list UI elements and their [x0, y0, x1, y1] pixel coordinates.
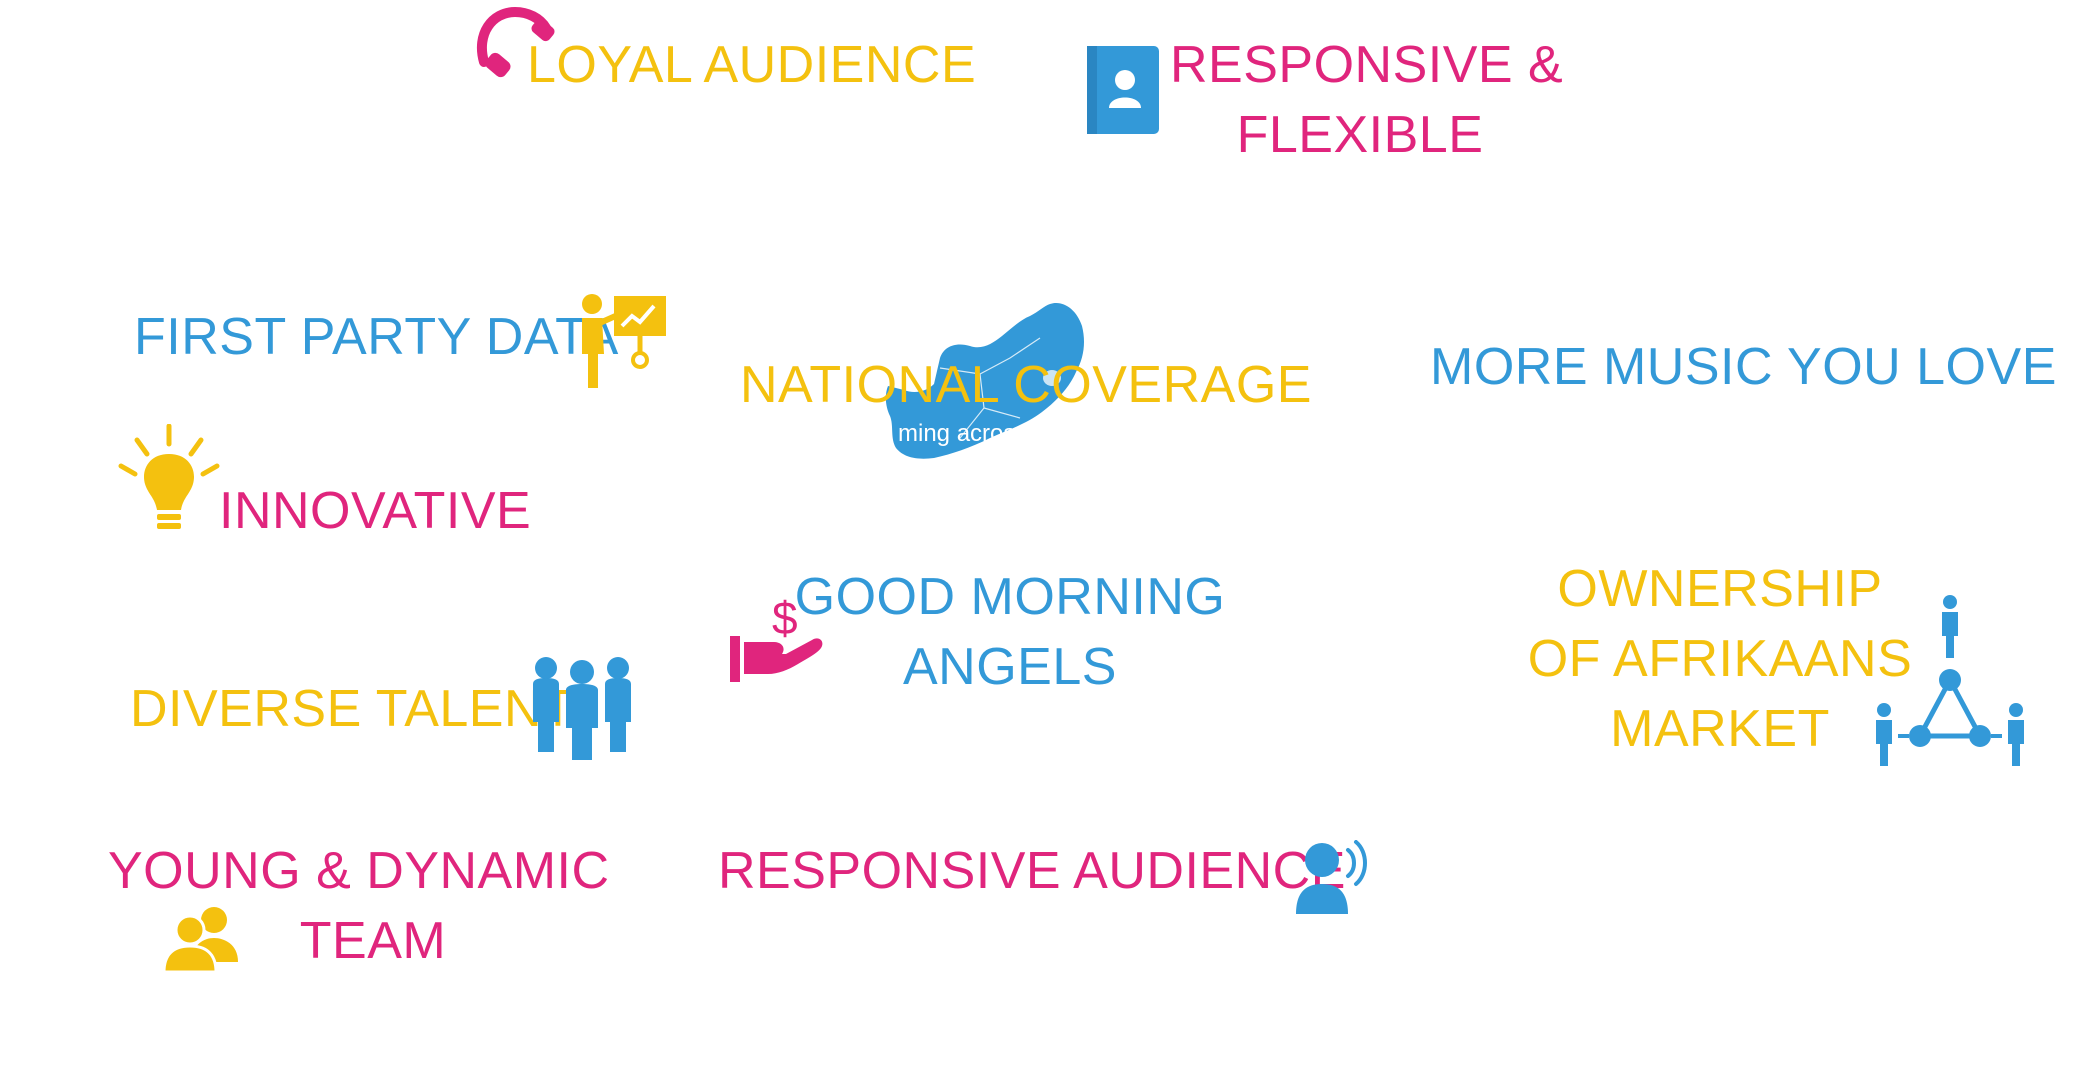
hand-money-icon: $ — [728, 592, 828, 686]
presenter-chart-icon — [574, 292, 670, 390]
ownership-label: OWNERSHIP OF AFRIKAANS MARKET — [1520, 554, 1920, 764]
good-morning-angels-label: GOOD MORNING ANGELS — [790, 562, 1230, 702]
group-people-icon — [530, 656, 634, 760]
national-coverage-label: NATIONAL COVERAGE — [740, 356, 1312, 414]
good-morning-line-2: ANGELS — [903, 638, 1117, 696]
young-dynamic-line-1: YOUNG & DYNAMIC — [108, 842, 610, 900]
loyal-audience-label: LOYAL AUDIENCE — [527, 36, 977, 94]
ownership-line-1: OWNERSHIP — [1557, 560, 1883, 618]
diverse-talent-label: DIVERSE TALENT — [130, 680, 575, 738]
first-party-data-label: FIRST PARTY DATA — [134, 308, 619, 366]
map-caption-text: ming across — [898, 420, 1028, 447]
south-africa-map-icon — [880, 298, 1100, 484]
responsive-flexible-line-2: FLEXIBLE — [1236, 106, 1484, 164]
responsive-flexible-label: RESPONSIVE & FLEXIBLE — [1170, 30, 1564, 170]
contact-book-icon — [1085, 44, 1161, 136]
lightbulb-icon — [117, 424, 221, 536]
ownership-line-3: MARKET — [1610, 700, 1830, 758]
responsive-flexible-line-1: RESPONSIVE & — [1170, 36, 1564, 94]
people-network-icon — [1870, 594, 2030, 774]
young-dynamic-label: YOUNG & DYNAMIC TEAM — [108, 836, 610, 976]
users-icon — [162, 906, 242, 972]
young-dynamic-line-2: TEAM — [299, 912, 447, 970]
more-music-label: MORE MUSIC YOU LOVE — [1430, 338, 2057, 396]
ownership-line-2: OF AFRIKAANS — [1527, 630, 1913, 688]
dollar-sign: $ — [772, 592, 798, 644]
headphones-icon — [470, 4, 560, 90]
responsive-audience-label: RESPONSIVE AUDIENCE — [718, 842, 1346, 900]
speaking-person-icon — [1292, 840, 1372, 916]
good-morning-line-1: GOOD MORNING — [794, 568, 1226, 626]
innovative-label: INNOVATIVE — [219, 482, 532, 540]
